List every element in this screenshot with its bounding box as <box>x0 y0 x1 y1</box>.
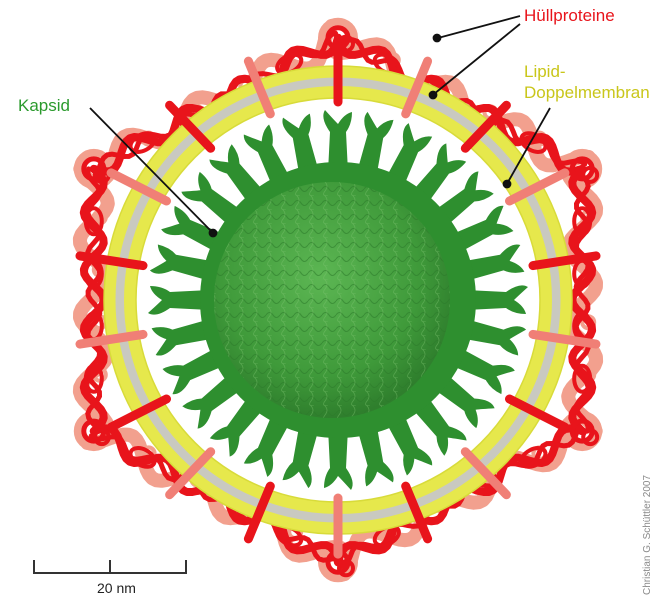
label-capsid: Kapsid <box>18 96 70 116</box>
capsid-core-texture <box>214 182 450 418</box>
label-envelope-proteins: Hüllproteine <box>524 6 615 26</box>
credit-text: Christian G. Schüttler 2007 <box>642 475 653 595</box>
scale-label: 20 nm <box>97 578 136 598</box>
label-lipid-line1: Lipid- <box>524 62 566 82</box>
scale-bar <box>34 560 186 574</box>
label-lipid-line2: Doppelmembran <box>524 83 650 103</box>
